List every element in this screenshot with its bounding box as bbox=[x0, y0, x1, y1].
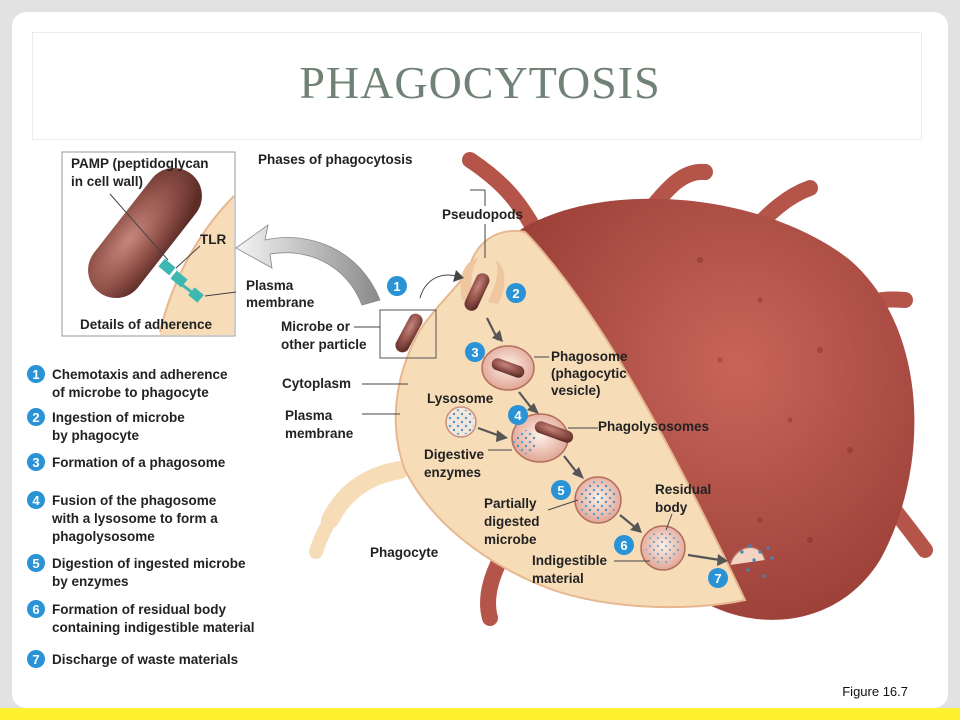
title-area bbox=[32, 32, 922, 140]
svg-text:Discharge of waste materials: Discharge of waste materials bbox=[52, 652, 238, 667]
figure-heading: Phases of phagocytosis bbox=[258, 152, 413, 167]
step-4: 4 Fusion of the phagosome with a lysosom… bbox=[27, 491, 218, 544]
plasma-membrane-label: Plasma bbox=[285, 408, 333, 423]
microbe-highlight-box bbox=[379, 309, 437, 359]
indigestible-label-2: material bbox=[532, 571, 584, 586]
process-arrows bbox=[477, 317, 728, 566]
partially-digested-label-2: digested bbox=[484, 514, 540, 529]
step-2: 2 Ingestion of microbe by phagocyte bbox=[27, 408, 185, 443]
svg-text:Chemotaxis and adherence: Chemotaxis and adherence bbox=[52, 367, 228, 382]
step-badge-icon bbox=[27, 554, 45, 572]
phagocyte-cytoplasm bbox=[394, 230, 747, 609]
partially-digested-label-3: microbe bbox=[484, 532, 537, 547]
inset-plasma-label: Plasma bbox=[246, 278, 294, 293]
svg-text:3: 3 bbox=[471, 345, 478, 360]
inset-caption: Details of adherence bbox=[80, 317, 213, 332]
svg-text:4: 4 bbox=[32, 493, 40, 508]
arrowhead-icon bbox=[453, 270, 464, 282]
diagram-badges: 1 2 3 4 5 6 7 bbox=[387, 276, 728, 588]
phagosome-label-3: vesicle) bbox=[551, 383, 601, 398]
step-badge-icon bbox=[27, 650, 45, 668]
microbe-label-2: other particle bbox=[281, 337, 367, 352]
svg-text:3: 3 bbox=[32, 455, 39, 470]
slide-title: PHAGOCYTOSIS bbox=[299, 57, 661, 108]
step-5: 5 Digestion of ingested microbe by enzym… bbox=[27, 554, 246, 589]
residual-body-label: Residual bbox=[655, 482, 711, 497]
svg-text:by phagocyte: by phagocyte bbox=[52, 428, 140, 443]
svg-text:Ingestion of microbe: Ingestion of microbe bbox=[52, 410, 185, 425]
svg-text:5: 5 bbox=[32, 556, 39, 571]
partially-digested-label: Partially bbox=[484, 496, 537, 511]
phagocyte-surface bbox=[520, 198, 915, 620]
steps-legend: 1 Chemotaxis and adherence of microbe to… bbox=[27, 365, 255, 668]
pseudopod-left bbox=[460, 258, 478, 300]
figure-panel-extension bbox=[22, 628, 557, 674]
tlr-label: TLR bbox=[200, 232, 226, 247]
step-1: 1 Chemotaxis and adherence of microbe to… bbox=[27, 365, 228, 400]
arrow-step1-icon bbox=[419, 274, 457, 299]
svg-text:Formation of residual body: Formation of residual body bbox=[52, 602, 227, 617]
svg-text:1: 1 bbox=[393, 279, 400, 294]
adherence-inset: PAMP (peptidoglycan in cell wall) TLR De… bbox=[61, 151, 237, 337]
figure-reference: Figure 16.7 bbox=[842, 684, 908, 699]
cytoplasm-label: Cytoplasm bbox=[282, 376, 351, 391]
pseudopod-right bbox=[488, 260, 505, 304]
lysosome-label: Lysosome bbox=[427, 391, 494, 406]
pamp-label: PAMP (peptidoglycan bbox=[71, 156, 209, 171]
svg-text:7: 7 bbox=[32, 652, 39, 667]
step-badge-icon bbox=[27, 365, 45, 383]
zoom-arrow-icon bbox=[235, 224, 381, 306]
residual-body-label-2: body bbox=[655, 500, 688, 515]
microbe-approaching bbox=[395, 313, 423, 353]
surface-texture bbox=[697, 257, 853, 543]
microbe-inset bbox=[88, 167, 202, 299]
step-badge-icon bbox=[27, 453, 45, 471]
step-badge-icon bbox=[27, 600, 45, 618]
svg-text:4: 4 bbox=[514, 408, 522, 423]
step-badge-icon bbox=[27, 491, 45, 509]
svg-text:of microbe to phagocyte: of microbe to phagocyte bbox=[52, 385, 209, 400]
svg-text:2: 2 bbox=[32, 410, 39, 425]
step-6: 6 Formation of residual body containing … bbox=[27, 600, 255, 635]
svg-text:7: 7 bbox=[714, 571, 721, 586]
phagolysosomes-label: Phagolysosomes bbox=[598, 419, 709, 434]
pamp-label-2: in cell wall) bbox=[71, 174, 143, 189]
discharge-site bbox=[729, 546, 766, 566]
svg-text:with a lysosome to form a: with a lysosome to form a bbox=[51, 511, 218, 526]
inset-plasma-label-2: membrane bbox=[246, 295, 315, 310]
microbe-ingested bbox=[464, 273, 490, 311]
svg-text:6: 6 bbox=[32, 602, 39, 617]
digestive-enzymes-label: Digestive bbox=[424, 447, 485, 462]
phagosome-label: Phagosome bbox=[551, 349, 628, 364]
svg-text:phagolysosome: phagolysosome bbox=[52, 529, 155, 544]
plasma-membrane-label-2: membrane bbox=[285, 426, 354, 441]
digestive-enzymes-label-2: enzymes bbox=[424, 465, 481, 480]
phagosome-label-2: (phagocytic bbox=[551, 366, 627, 381]
svg-text:Formation of a phagosome: Formation of a phagosome bbox=[52, 455, 226, 470]
svg-text:2: 2 bbox=[512, 286, 519, 301]
svg-text:Digestion of ingested microbe: Digestion of ingested microbe bbox=[52, 556, 246, 571]
svg-text:5: 5 bbox=[557, 483, 564, 498]
svg-text:Fusion of the phagosome: Fusion of the phagosome bbox=[52, 493, 217, 508]
waste-particles bbox=[740, 544, 774, 578]
step-3: 3 Formation of a phagosome bbox=[27, 453, 226, 471]
tlr-receptor-icon bbox=[158, 258, 204, 303]
svg-text:by enzymes: by enzymes bbox=[52, 574, 129, 589]
indigestible-label: Indigestible bbox=[532, 553, 608, 568]
step-7: 7 Discharge of waste materials bbox=[27, 650, 238, 668]
svg-text:6: 6 bbox=[620, 538, 627, 553]
step-badge-icon bbox=[27, 408, 45, 426]
microbe-label: Microbe or bbox=[281, 319, 351, 334]
svg-text:containing indigestible materi: containing indigestible material bbox=[52, 620, 255, 635]
bottom-accent-bar bbox=[0, 708, 960, 720]
svg-text:1: 1 bbox=[32, 367, 39, 382]
phagocyte-label: Phagocyte bbox=[370, 545, 439, 560]
pseudopods-label: Pseudopods bbox=[442, 207, 523, 222]
